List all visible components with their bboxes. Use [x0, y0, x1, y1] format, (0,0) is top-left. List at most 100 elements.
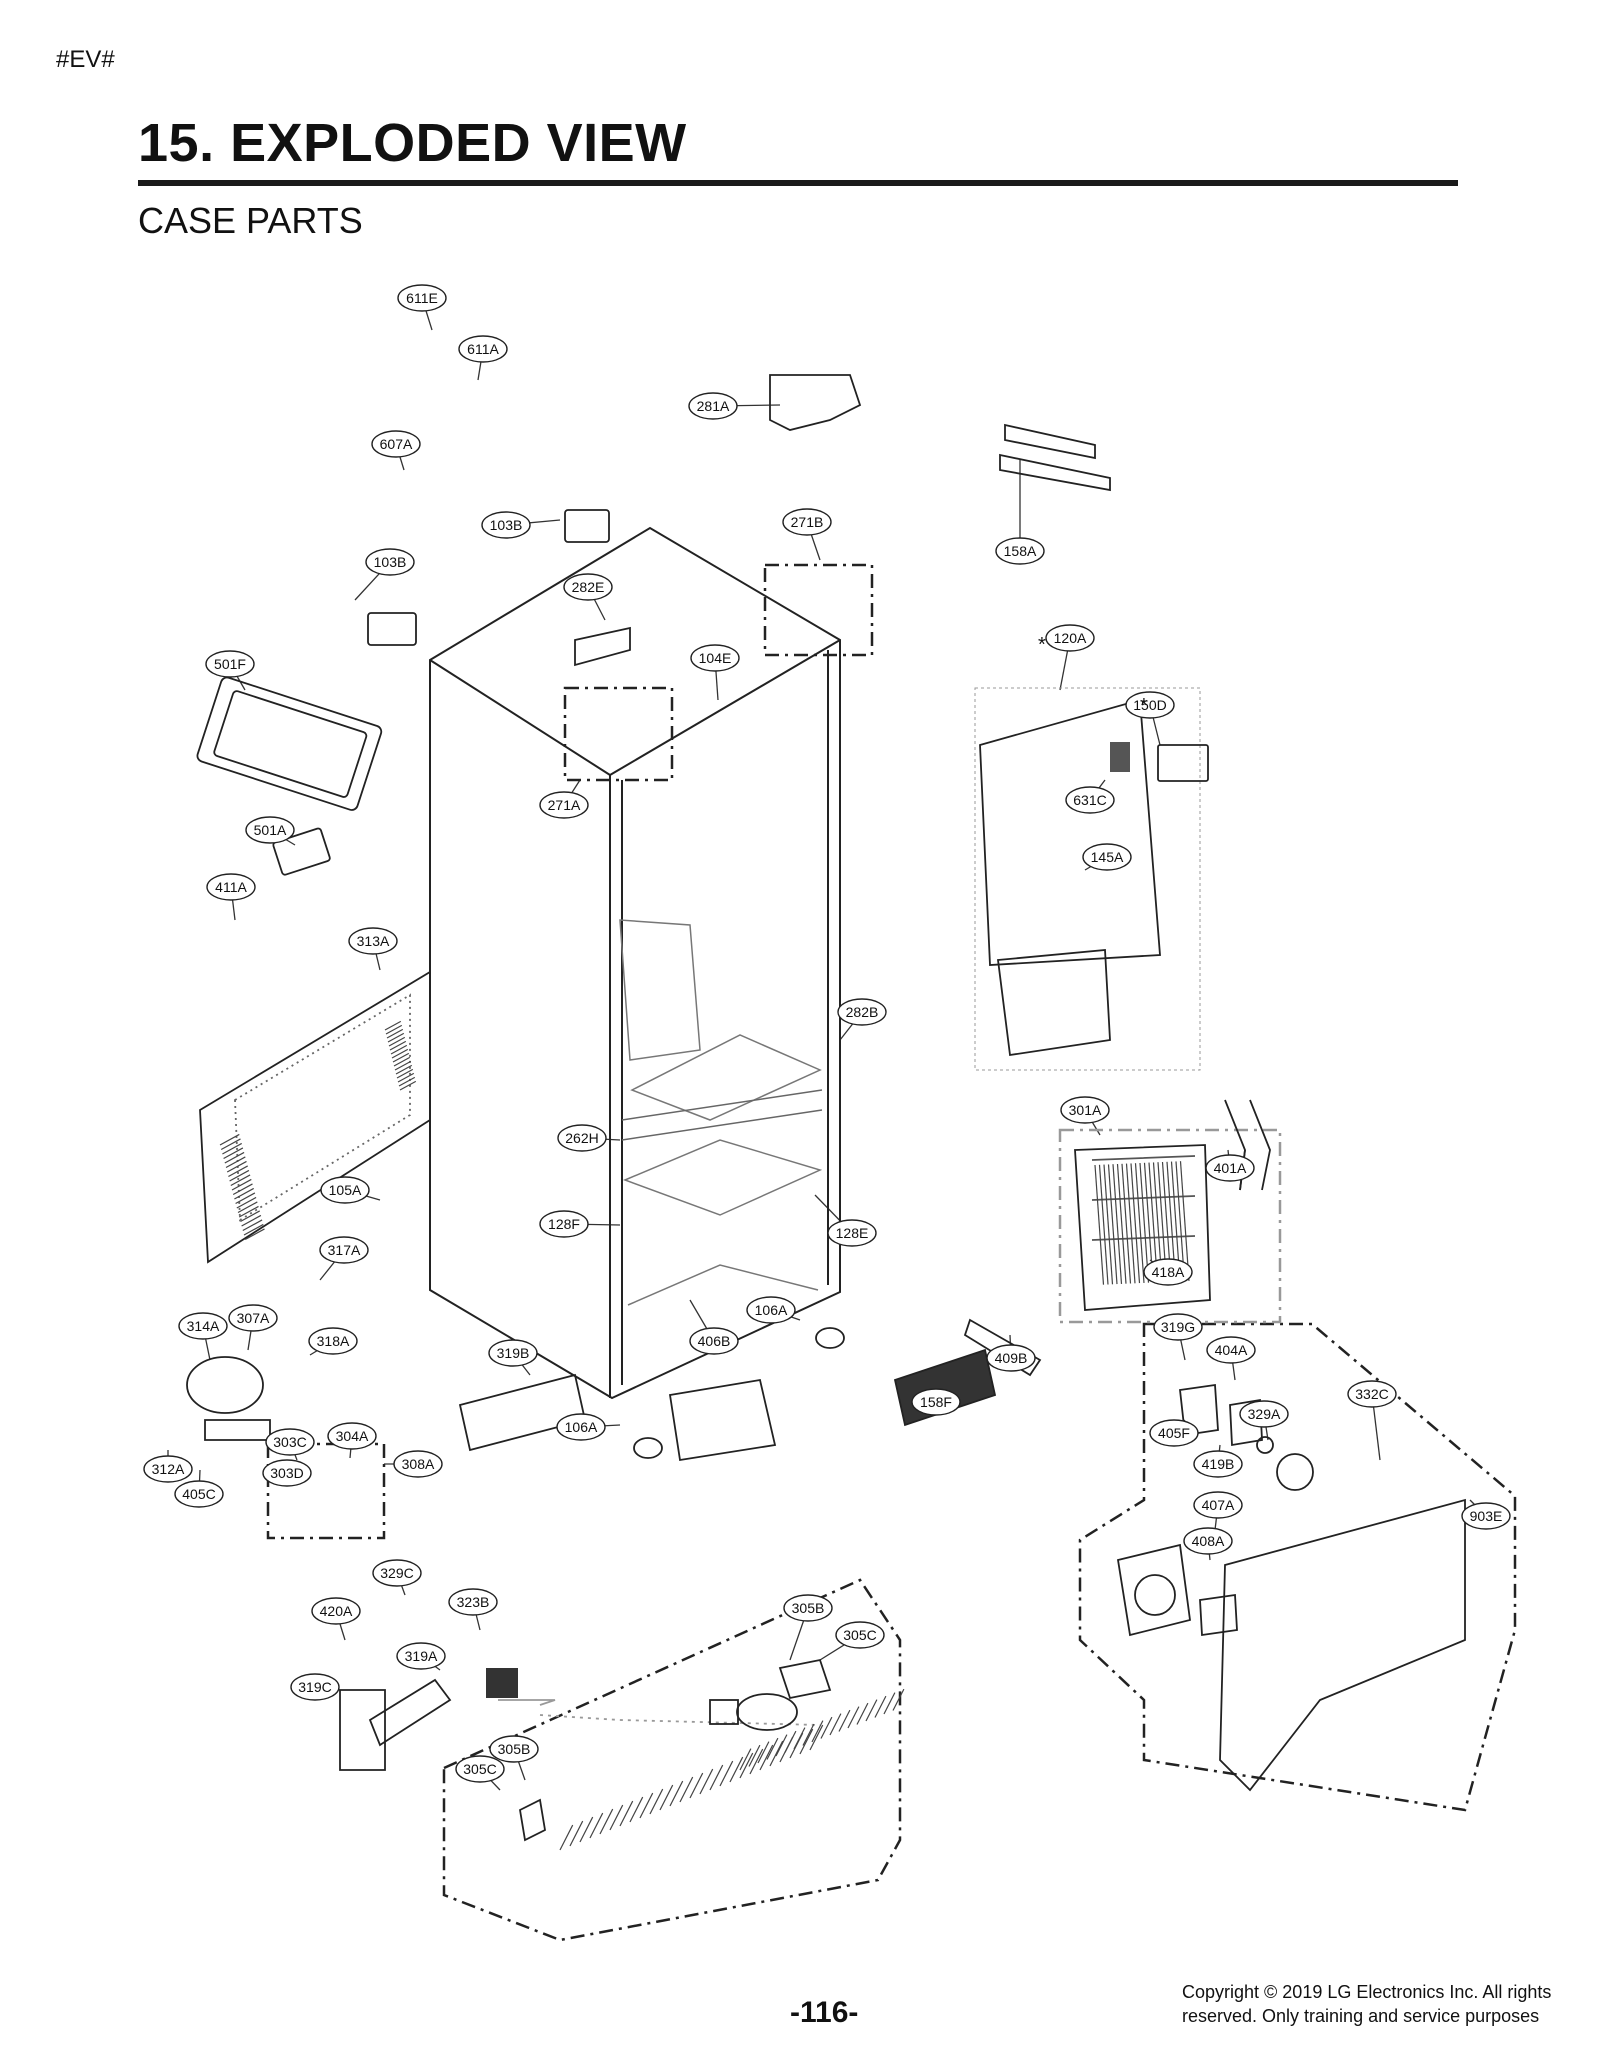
- callout-oval: [1149, 1419, 1199, 1447]
- part-callout-305b: 305B: [783, 1594, 833, 1622]
- vent-slot: [856, 1702, 869, 1725]
- vent-slot: [391, 1048, 409, 1059]
- section-subtitle: CASE PARTS: [138, 200, 363, 241]
- vent-slot: [394, 1060, 412, 1071]
- part-callout-631c: 631C: [1065, 786, 1115, 814]
- part-callout-106a: 106A: [556, 1413, 606, 1441]
- part-callout-332c: 332C: [1347, 1380, 1397, 1408]
- callout-label: 903E: [1470, 1508, 1503, 1524]
- callout-label: 304A: [336, 1428, 369, 1444]
- callout-label: 158F: [920, 1394, 952, 1410]
- vent-slot: [388, 1036, 406, 1047]
- part-callout-420a: 420A: [311, 1597, 361, 1625]
- callout-label: 305B: [792, 1600, 825, 1616]
- part-callout-271a: 271A: [539, 791, 589, 819]
- callout-label: 317A: [328, 1242, 361, 1258]
- callout-oval: [539, 1210, 589, 1238]
- part-callout-262h: 262H: [557, 1124, 607, 1152]
- callout-oval: [1153, 1313, 1203, 1341]
- callout-oval: [290, 1673, 340, 1701]
- callout-label: 307A: [237, 1310, 270, 1326]
- callout-oval: [1205, 1154, 1255, 1182]
- callout-label: 409B: [995, 1350, 1028, 1366]
- callout-oval: [782, 508, 832, 536]
- part-callout-301a: 301A: [1060, 1096, 1110, 1124]
- callout-oval: [262, 1459, 312, 1487]
- callout-oval: [371, 430, 421, 458]
- vent-slot: [589, 1812, 604, 1839]
- callout-oval: [206, 873, 256, 901]
- part-callout-405f: 405F: [1149, 1419, 1199, 1447]
- part-callout-312a: 312A: [143, 1455, 193, 1483]
- vent-slot: [237, 1201, 258, 1214]
- vent-slot: [609, 1804, 624, 1831]
- part-callout-282b: 282B: [837, 998, 887, 1026]
- part-labels: 611E611A281A158A607A103B103B271B282E104E…: [143, 284, 1511, 1783]
- vent-slot: [757, 1741, 770, 1764]
- part-callout-411a: 411A: [206, 873, 256, 901]
- vent-slot: [393, 1056, 411, 1067]
- vent-slot: [766, 1737, 779, 1760]
- vent-slot: [649, 1788, 664, 1815]
- part-callout-409b: 409B: [986, 1344, 1036, 1372]
- vent-slot: [228, 1165, 248, 1178]
- vent-slot: [399, 1080, 417, 1091]
- callout-label: 407A: [1202, 1497, 1235, 1513]
- part-callout-120a: 120A: [1045, 624, 1095, 652]
- vent-slot: [1134, 1163, 1145, 1283]
- part-callout-158a: 158A: [995, 537, 1045, 565]
- callout-oval: [458, 335, 508, 363]
- vent-slot: [847, 1706, 860, 1729]
- part-callout-103b: 103B: [481, 511, 531, 539]
- vent-slot: [865, 1699, 878, 1722]
- part-callout-903e: 903E: [1461, 1502, 1511, 1530]
- part-callout-314a: 314A: [178, 1312, 228, 1340]
- vent-slot: [232, 1183, 253, 1196]
- part-callout-319g: 319G: [1153, 1313, 1203, 1341]
- vent-slot: [390, 1044, 408, 1055]
- part-callout-305b: 305B: [489, 1735, 539, 1763]
- vent-slot: [809, 1724, 824, 1751]
- callout-oval: [539, 791, 589, 819]
- vent-slot: [739, 1752, 754, 1779]
- part-callout-318a: 318A: [308, 1327, 358, 1355]
- vent-slot: [235, 1192, 256, 1205]
- callout-oval: [1183, 1527, 1233, 1555]
- callout-label: 319A: [405, 1648, 438, 1664]
- callout-oval: [688, 392, 738, 420]
- callout-label: 420A: [320, 1603, 353, 1619]
- vent-slot: [225, 1156, 246, 1169]
- callout-oval: [1461, 1502, 1511, 1530]
- vent-slot: [619, 1800, 634, 1827]
- callout-oval: [489, 1735, 539, 1763]
- doc-tag: #EV#: [56, 46, 115, 73]
- callout-oval: [986, 1344, 1036, 1372]
- part-callout-501f: 501F: [205, 650, 255, 678]
- part-callout-329a: 329A: [1239, 1400, 1289, 1428]
- callout-oval: [835, 1621, 885, 1649]
- vent-slot: [802, 1723, 815, 1746]
- callout-oval: [783, 1594, 833, 1622]
- callout-label: 319G: [1161, 1319, 1195, 1335]
- vent-slot: [241, 1214, 262, 1227]
- vent-slot: [384, 1020, 402, 1031]
- part-callout-405c: 405C: [174, 1480, 224, 1508]
- vent-slot: [1139, 1162, 1150, 1283]
- callout-oval: [319, 1236, 369, 1264]
- callout-oval: [1065, 786, 1115, 814]
- callout-label: 103B: [374, 554, 407, 570]
- callout-oval: [689, 1327, 739, 1355]
- dashed-group-boxes: [266, 563, 1517, 1942]
- callout-label: 312A: [152, 1461, 185, 1477]
- part-callout-103b: 103B: [365, 548, 415, 576]
- vent-slot: [387, 1032, 405, 1043]
- callout-oval: [396, 1642, 446, 1670]
- callout-label: 145A: [1091, 849, 1124, 865]
- vent-slot: [892, 1688, 905, 1711]
- callout-label: 631C: [1073, 792, 1106, 808]
- callout-oval: [455, 1755, 505, 1783]
- callout-label: 120A: [1054, 630, 1087, 646]
- vent-slot: [244, 1228, 265, 1241]
- callout-label: 103B: [490, 517, 523, 533]
- callout-label: 319C: [298, 1679, 331, 1695]
